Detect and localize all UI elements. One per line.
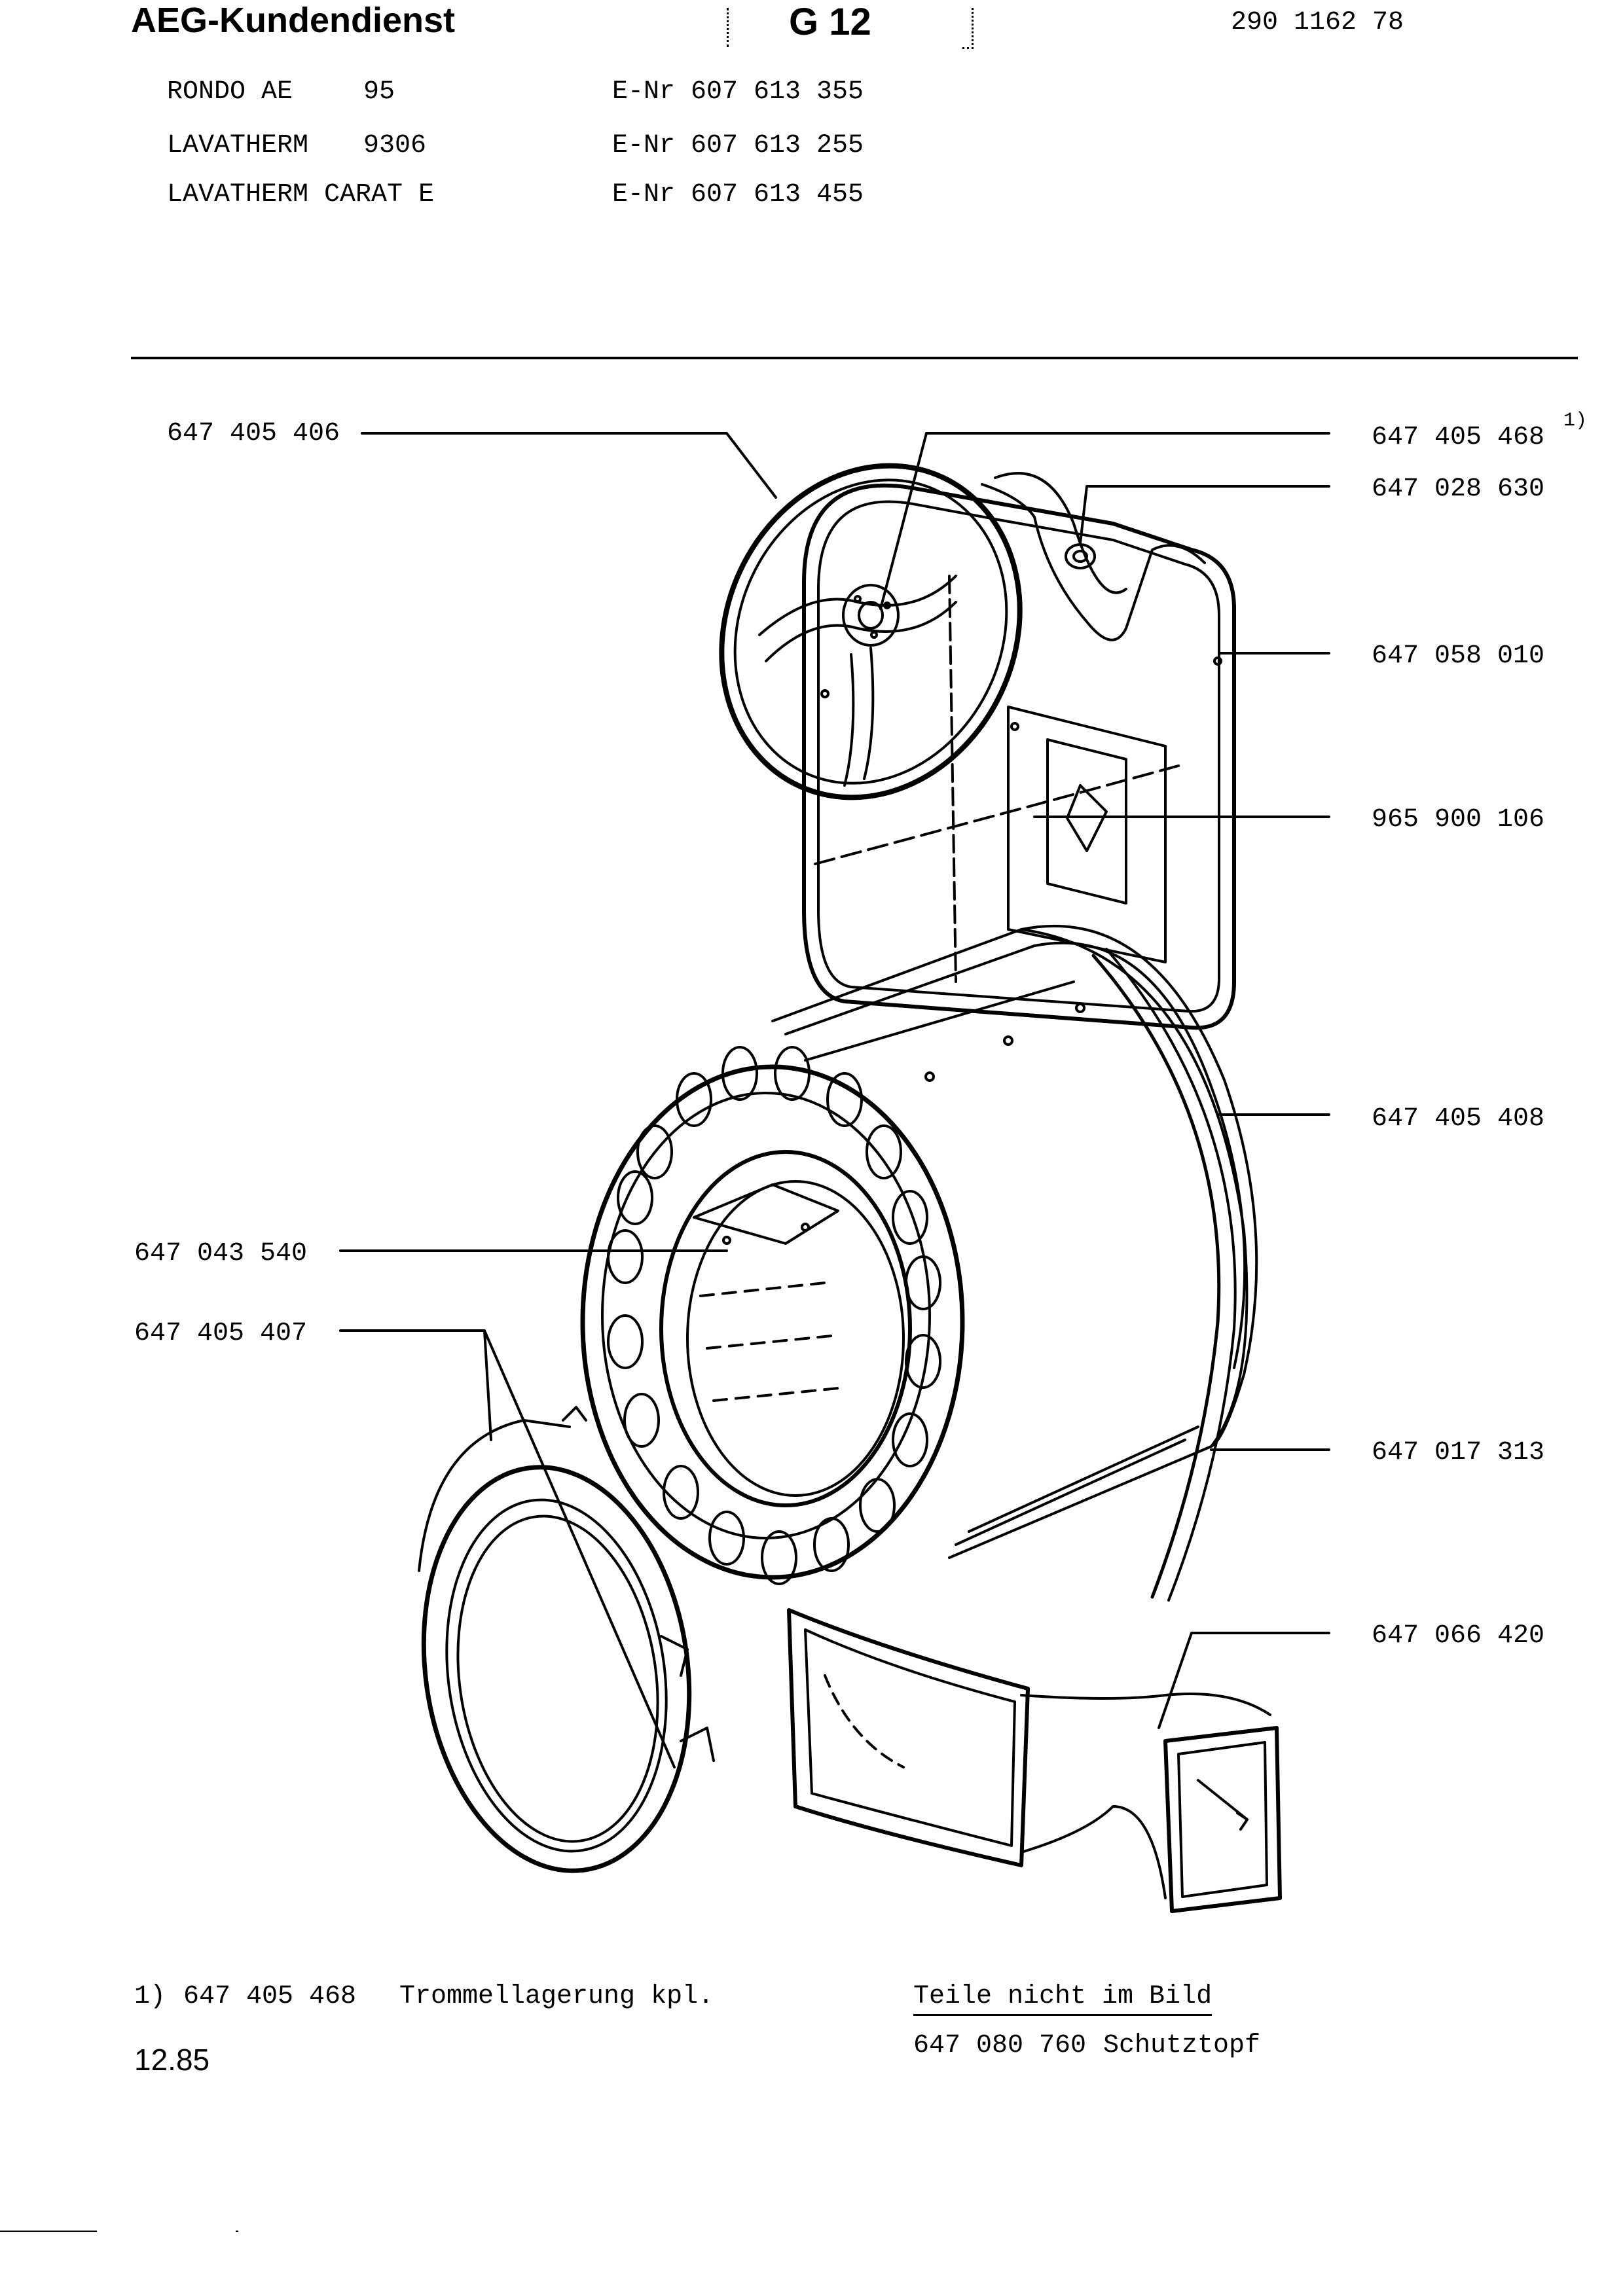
sheet-code-bracket-left [727,8,729,47]
footnote-text: Trommellagerung kpl. [399,1982,714,2011]
not-shown-part: 647 080 760 [913,2031,1087,2060]
header-divider [131,357,1578,359]
model-enr-1: E-Nr 607 613 355 [612,77,864,107]
part-label-drum-lifter: 647 043 540 [134,1239,308,1268]
not-shown-heading: Teile nicht im Bild [913,1982,1213,2016]
leader-lines [339,432,1330,1768]
footer-mark [0,2231,97,2232]
document-number: 290 1162 78 [1231,8,1404,37]
model-variant-2: 9306 [363,131,427,160]
model-variant-1: 95 [363,77,395,107]
sheet-code-bracket-right [962,8,974,49]
part-label-belt-wheel: 647 405 406 [167,419,340,448]
footnote-part: 647 405 468 [183,1982,357,2011]
part-label-front-ring: 647 405 407 [134,1319,308,1348]
model-name-3: LAVATHERM CARAT E [167,180,435,209]
belt-wheel-drawing [719,463,1023,800]
part-label-washer: 647 028 630 [1372,475,1545,504]
model-enr-3: E-Nr 607 613 455 [612,180,864,209]
brand-title: AEG-Kundendienst [131,1,455,40]
model-enr-2: E-Nr 607 613 255 [612,131,864,160]
part-label-rear-wall: 965 900 106 [1372,805,1545,834]
document-date: 12.85 [134,2043,210,2077]
part-label-air-duct: 647 066 420 [1372,1621,1545,1651]
model-name-1: RONDO AE [167,77,293,107]
part-label-drum: 647 405 408 [1372,1104,1545,1134]
air-duct-drawing [787,1608,1282,1913]
footer-dot [236,2231,238,2232]
front-ring-drawing [418,1406,715,1873]
part-label-bearing: 647 405 468 [1372,423,1545,452]
sheet-code: G 12 [789,1,871,43]
part-label-felt-strip: 647 017 313 [1372,1438,1545,1467]
not-shown-text: Schutztopf [1103,2031,1261,2060]
drum-drawing [580,924,1258,1585]
footnote-mark: 1) [134,1982,166,2011]
model-name-2: LAVATHERM [167,131,309,160]
part-label-rear-wall-seal: 647 058 010 [1372,641,1545,671]
felt-strip-drawing [1091,948,1237,1602]
bearing-footnote-mark: 1) [1563,410,1588,432]
rear-wall-drawing [802,472,1236,1030]
